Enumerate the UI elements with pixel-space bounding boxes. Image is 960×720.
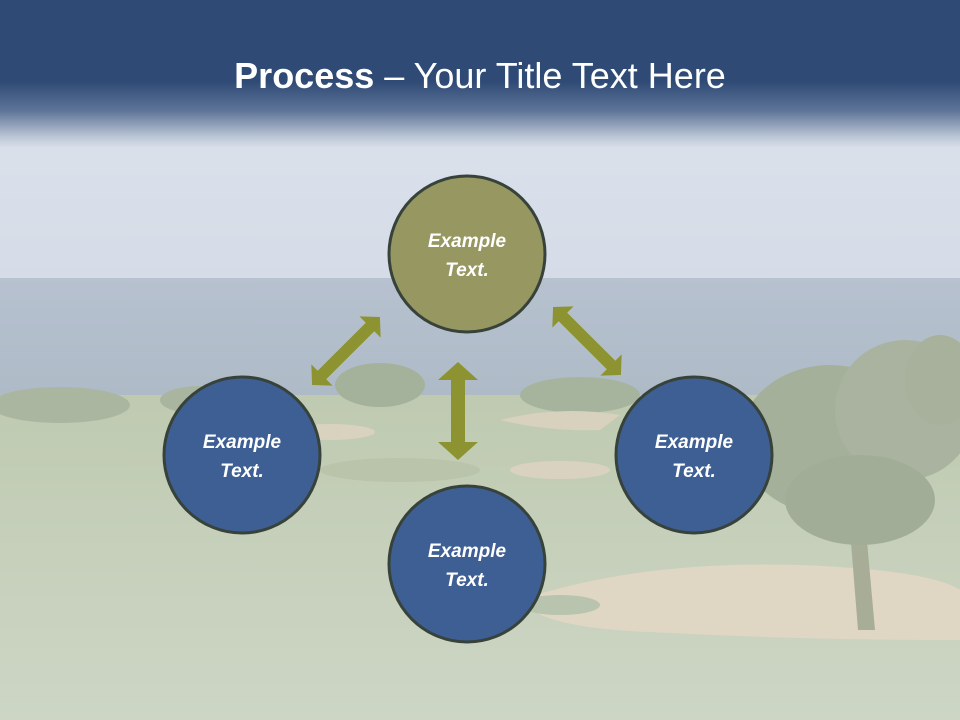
node-bottom-line1: Example — [428, 541, 507, 562]
arrow-top-left — [311, 316, 381, 386]
title-bar — [0, 0, 960, 148]
node-left-line2: Text. — [220, 461, 264, 482]
arrow-top-right — [552, 306, 622, 376]
arrow-vertical — [438, 362, 478, 460]
node-bottom: Example Text. — [387, 484, 547, 644]
node-bottom-line2: Text. — [445, 570, 489, 591]
node-left: Example Text. — [162, 375, 322, 535]
node-top-line1: Example — [428, 231, 507, 252]
title-bold: Process — [234, 55, 375, 96]
node-right: Example Text. — [614, 375, 774, 535]
node-right-line2: Text. — [672, 461, 716, 482]
node-top-line2: Text. — [445, 260, 489, 281]
node-top: Example Text. — [387, 174, 547, 334]
slide-title: Process – Your Title Text Here — [0, 54, 960, 98]
node-left-line1: Example — [203, 432, 282, 453]
title-rest: – Your Title Text Here — [374, 55, 726, 96]
node-right-line1: Example — [655, 432, 734, 453]
